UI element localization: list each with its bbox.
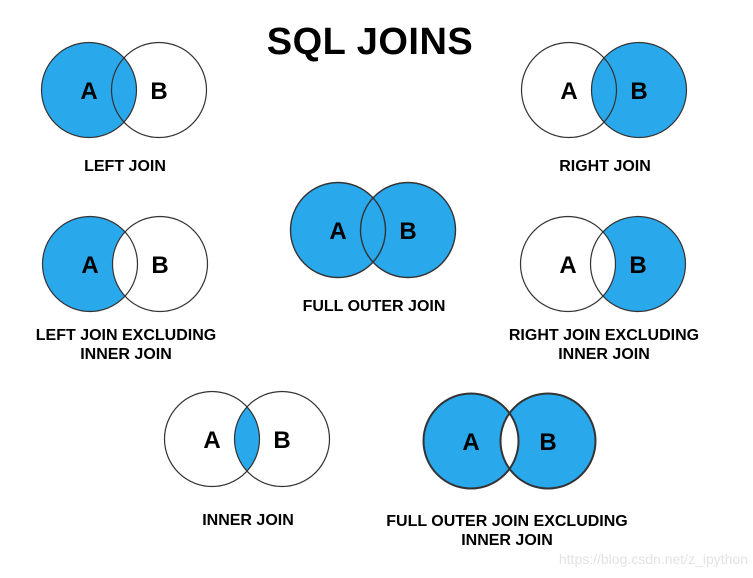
diagram-caption-line: INNER JOIN <box>202 512 294 529</box>
venn-diagram-graphic: A B <box>163 390 331 488</box>
venn-diagram-graphic: A B <box>519 215 687 313</box>
venn-diagram-graphic: A B <box>40 41 208 139</box>
diagram-caption: LEFT JOIN <box>84 157 166 176</box>
diagram-caption: INNER JOIN <box>202 511 294 530</box>
circle-a-label: A <box>80 78 97 105</box>
circle-a-label: A <box>559 252 576 279</box>
diagram-caption-line: RIGHT JOIN <box>559 158 651 175</box>
circle-a-label: A <box>203 427 220 454</box>
diagram-caption-line: LEFT JOIN EXCLUDING <box>35 327 217 344</box>
venn-right-join-excluding-inner-join: A B RIGHT JOIN EXCLUDING INNER JOIN <box>504 204 704 364</box>
circle-a-label: A <box>462 429 479 456</box>
circle-b-label: B <box>151 252 168 279</box>
diagram-caption-line: FULL OUTER JOIN <box>302 298 446 315</box>
venn-right-join: A B RIGHT JOIN <box>505 30 705 176</box>
circle-a-label: A <box>560 78 577 105</box>
diagram-caption-line: INNER JOIN <box>80 346 172 363</box>
diagram-caption-line: RIGHT JOIN EXCLUDING <box>508 327 700 344</box>
diagram-caption: RIGHT JOIN <box>559 157 651 176</box>
circle-b-label: B <box>273 427 290 454</box>
circle-b-label: B <box>629 252 646 279</box>
page-title: SQL JOINS <box>266 21 474 63</box>
watermark-url: https://blog.csdn.net/z_ipython <box>558 551 748 567</box>
venn-diagram-graphic: A B <box>41 215 209 313</box>
diagram-caption: LEFT JOIN EXCLUDING INNER JOIN <box>36 326 216 364</box>
venn-left-join: A B LEFT JOIN <box>25 30 225 176</box>
circle-b-label: B <box>539 429 556 456</box>
venn-full-outer-join: A B FULL OUTER JOIN <box>274 170 474 316</box>
circle-a-label: A <box>81 252 98 279</box>
diagram-caption-line: FULL OUTER JOIN EXCLUDING <box>386 513 628 530</box>
venn-inner-join: A B INNER JOIN <box>148 379 348 530</box>
circle-b-label: B <box>150 78 167 105</box>
circle-b-label: B <box>630 78 647 105</box>
diagram-caption-line: INNER JOIN <box>461 532 553 549</box>
circle-a-label: A <box>329 218 346 245</box>
diagram-caption-line: LEFT JOIN <box>84 158 166 175</box>
diagram-caption: RIGHT JOIN EXCLUDING INNER JOIN <box>509 326 699 364</box>
diagram-caption: FULL OUTER JOIN <box>303 297 446 316</box>
venn-diagram-graphic: A B <box>422 392 597 490</box>
diagram-caption: FULL OUTER JOIN EXCLUDING INNER JOIN <box>386 512 628 550</box>
venn-left-join-excluding-inner-join: A B LEFT JOIN EXCLUDING INNER JOIN <box>26 204 226 364</box>
venn-full-outer-join-excluding-inner-join: A B FULL OUTER JOIN EXCLUDING INNER JOIN <box>386 381 628 550</box>
venn-diagram-graphic: A B <box>289 181 457 279</box>
circle-b-label: B <box>399 218 416 245</box>
venn-diagram-graphic: A B <box>520 41 688 139</box>
diagram-caption-line: INNER JOIN <box>558 346 650 363</box>
